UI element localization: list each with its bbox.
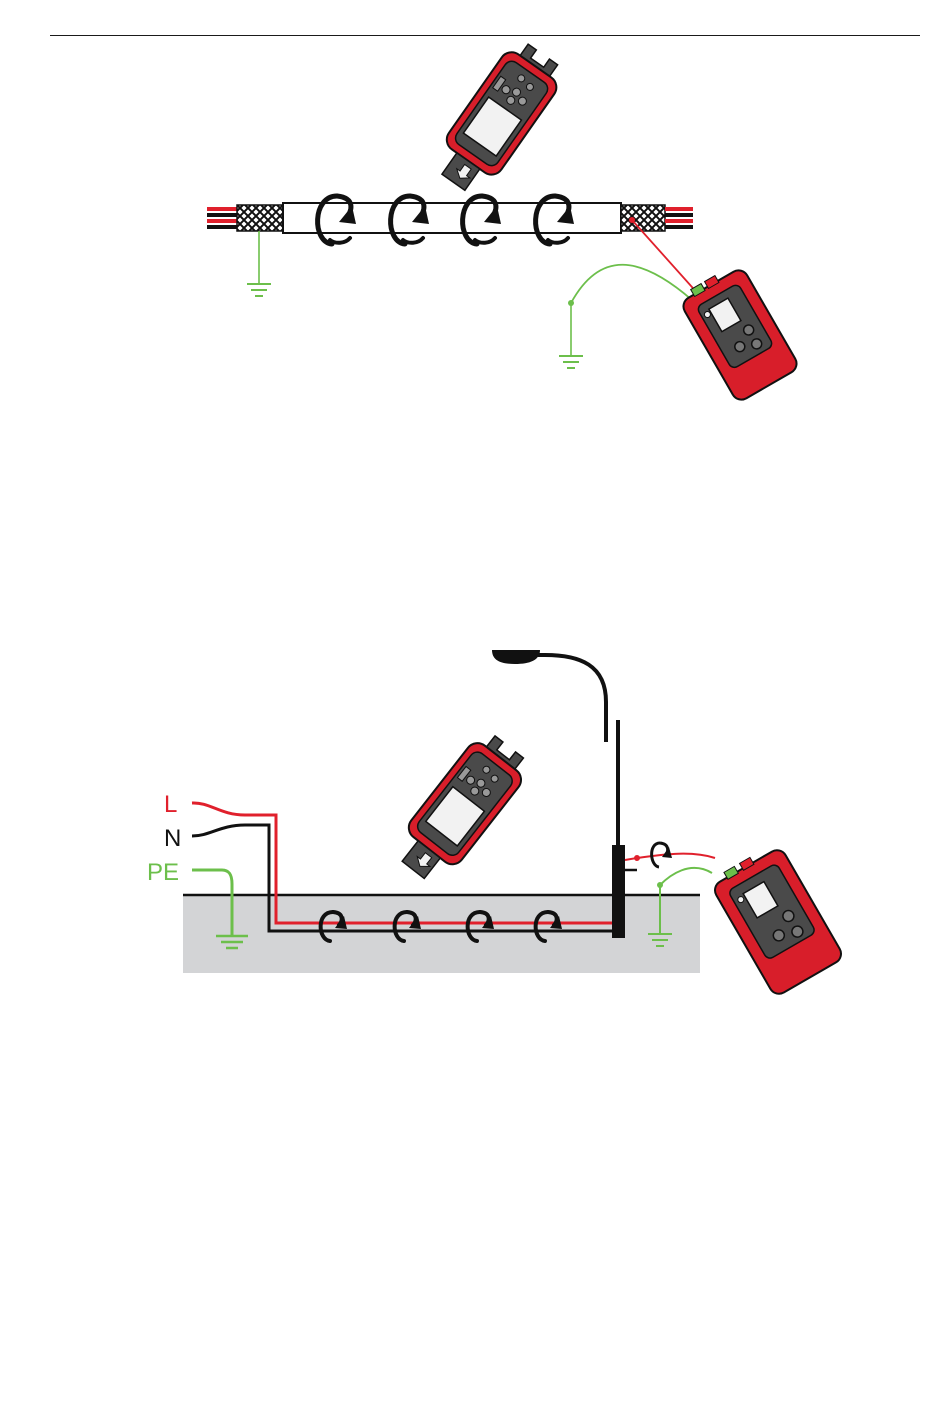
ground-symbol-icon [247,284,271,296]
receiver-device-icon [427,36,569,200]
cable-right-conductors [665,207,693,229]
figure-streetlight-tracing: L N PE [0,620,950,1020]
figure-cable-tracing [0,0,950,420]
transmitter-device-icon [677,262,800,404]
label-neutral: N [164,825,181,852]
cable-shield-braid-right [621,205,665,231]
ground-symbol-icon [559,356,583,368]
cable-left-conductors [207,207,237,229]
receiver-device-icon [388,727,534,889]
label-protective-earth: PE [147,859,179,886]
transmitter-leads [559,217,700,368]
cable-shield-braid-left [237,205,283,231]
left-shield-ground [247,231,271,296]
label-live: L [164,791,177,818]
transmitter-device-icon [708,841,844,997]
